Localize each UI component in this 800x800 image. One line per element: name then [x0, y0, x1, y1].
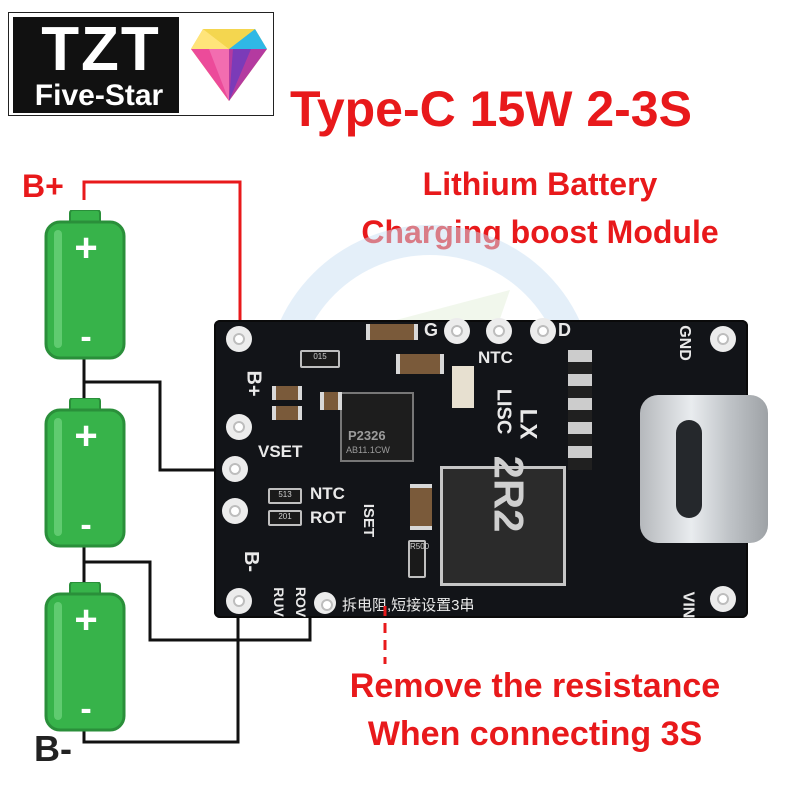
- battery-1-plus: +: [74, 226, 98, 270]
- brand-logo: TZT Five-Star: [8, 12, 274, 116]
- pad-vin: [710, 586, 736, 612]
- silk-chinese-note: 拆电阻,短接设置3串: [342, 597, 475, 614]
- usb-c-port: [640, 395, 768, 543]
- brand-logo-text: TZT: [41, 15, 161, 84]
- negative-wire: [82, 600, 240, 744]
- silk-rov: ROV: [293, 586, 310, 618]
- capacitor-4: [272, 386, 302, 400]
- resistor-201: 201: [268, 510, 302, 526]
- pad-vset: [222, 456, 248, 482]
- ic-chip: [340, 392, 414, 462]
- pad-b-plus-2: [226, 414, 252, 440]
- pad-b-plus: [226, 326, 252, 352]
- battery-1-minus: -: [80, 318, 92, 356]
- ntc-thermistor: [452, 366, 474, 408]
- pad-b-minus: [226, 588, 252, 614]
- ic-chip-code: P2326: [348, 428, 386, 443]
- silk-rot: ROT: [310, 508, 346, 527]
- resistor-r500: R500: [408, 540, 429, 578]
- battery-cell-3: [44, 582, 126, 732]
- silk-ntc-top: NTC: [478, 348, 513, 367]
- capacitor-2: [396, 354, 444, 374]
- resistor-015: 015: [300, 350, 340, 368]
- silk-vin: VIN: [679, 591, 697, 619]
- pad-rov: [314, 592, 336, 614]
- battery-3-plus: +: [74, 598, 98, 642]
- note-pointer: [383, 606, 387, 664]
- silk-b-plus: B+: [242, 370, 265, 397]
- silk-lisc: LISC: [492, 388, 515, 435]
- ic-chip-sub: AB11.1CW: [346, 445, 390, 455]
- silk-b-minus: B-: [240, 550, 263, 573]
- battery-3-minus: -: [80, 690, 92, 728]
- negative-terminal-label: B-: [34, 728, 72, 769]
- battery-cell-2: [44, 398, 126, 548]
- brand-logo-subtext: Five-Star: [34, 79, 164, 112]
- note-line-2: When connecting 3S: [367, 715, 703, 753]
- pad-gnd: [710, 326, 736, 352]
- resistor-column: [568, 350, 592, 470]
- capacitor-6: [320, 392, 342, 410]
- battery-2-plus: +: [74, 414, 98, 458]
- capacitor-top: [366, 324, 418, 340]
- silk-g: G: [424, 320, 439, 340]
- positive-wire: [82, 180, 242, 338]
- inductor-code: 2R2: [485, 455, 533, 533]
- pad-g: [444, 318, 470, 344]
- silk-ntc-left: NTC: [310, 484, 345, 503]
- resistor-513: 513: [268, 488, 302, 504]
- page-title: Type-C 15W 2-3S: [290, 81, 692, 137]
- positive-terminal-label: B+: [22, 168, 64, 204]
- silk-vset: VSET: [258, 442, 303, 461]
- wire-b2-to-rov: [84, 560, 312, 642]
- wire-b1-to-vset: [84, 380, 235, 472]
- note-line-1: Remove the resistance: [349, 667, 721, 705]
- silk-gnd: GND: [675, 325, 693, 361]
- brand-logo-text-block: TZT Five-Star: [13, 17, 179, 113]
- pad-mid: [486, 318, 512, 344]
- silk-lx: LX: [514, 408, 542, 440]
- usb-c-slot: [676, 420, 702, 518]
- battery-2-minus: -: [80, 506, 92, 544]
- silk-ruv: RUV: [270, 587, 287, 617]
- pad-d: [530, 318, 556, 344]
- silk-d: D: [558, 320, 571, 340]
- capacitor-5: [272, 406, 302, 420]
- silk-iset: ISET: [360, 503, 378, 538]
- capacitor-3: [410, 484, 432, 530]
- inductor: [440, 466, 566, 586]
- diamond-icon: [191, 29, 267, 101]
- pad-ntc: [222, 498, 248, 524]
- subtitle-line-1: Lithium Battery: [422, 166, 658, 202]
- battery-cell-1: [44, 210, 126, 360]
